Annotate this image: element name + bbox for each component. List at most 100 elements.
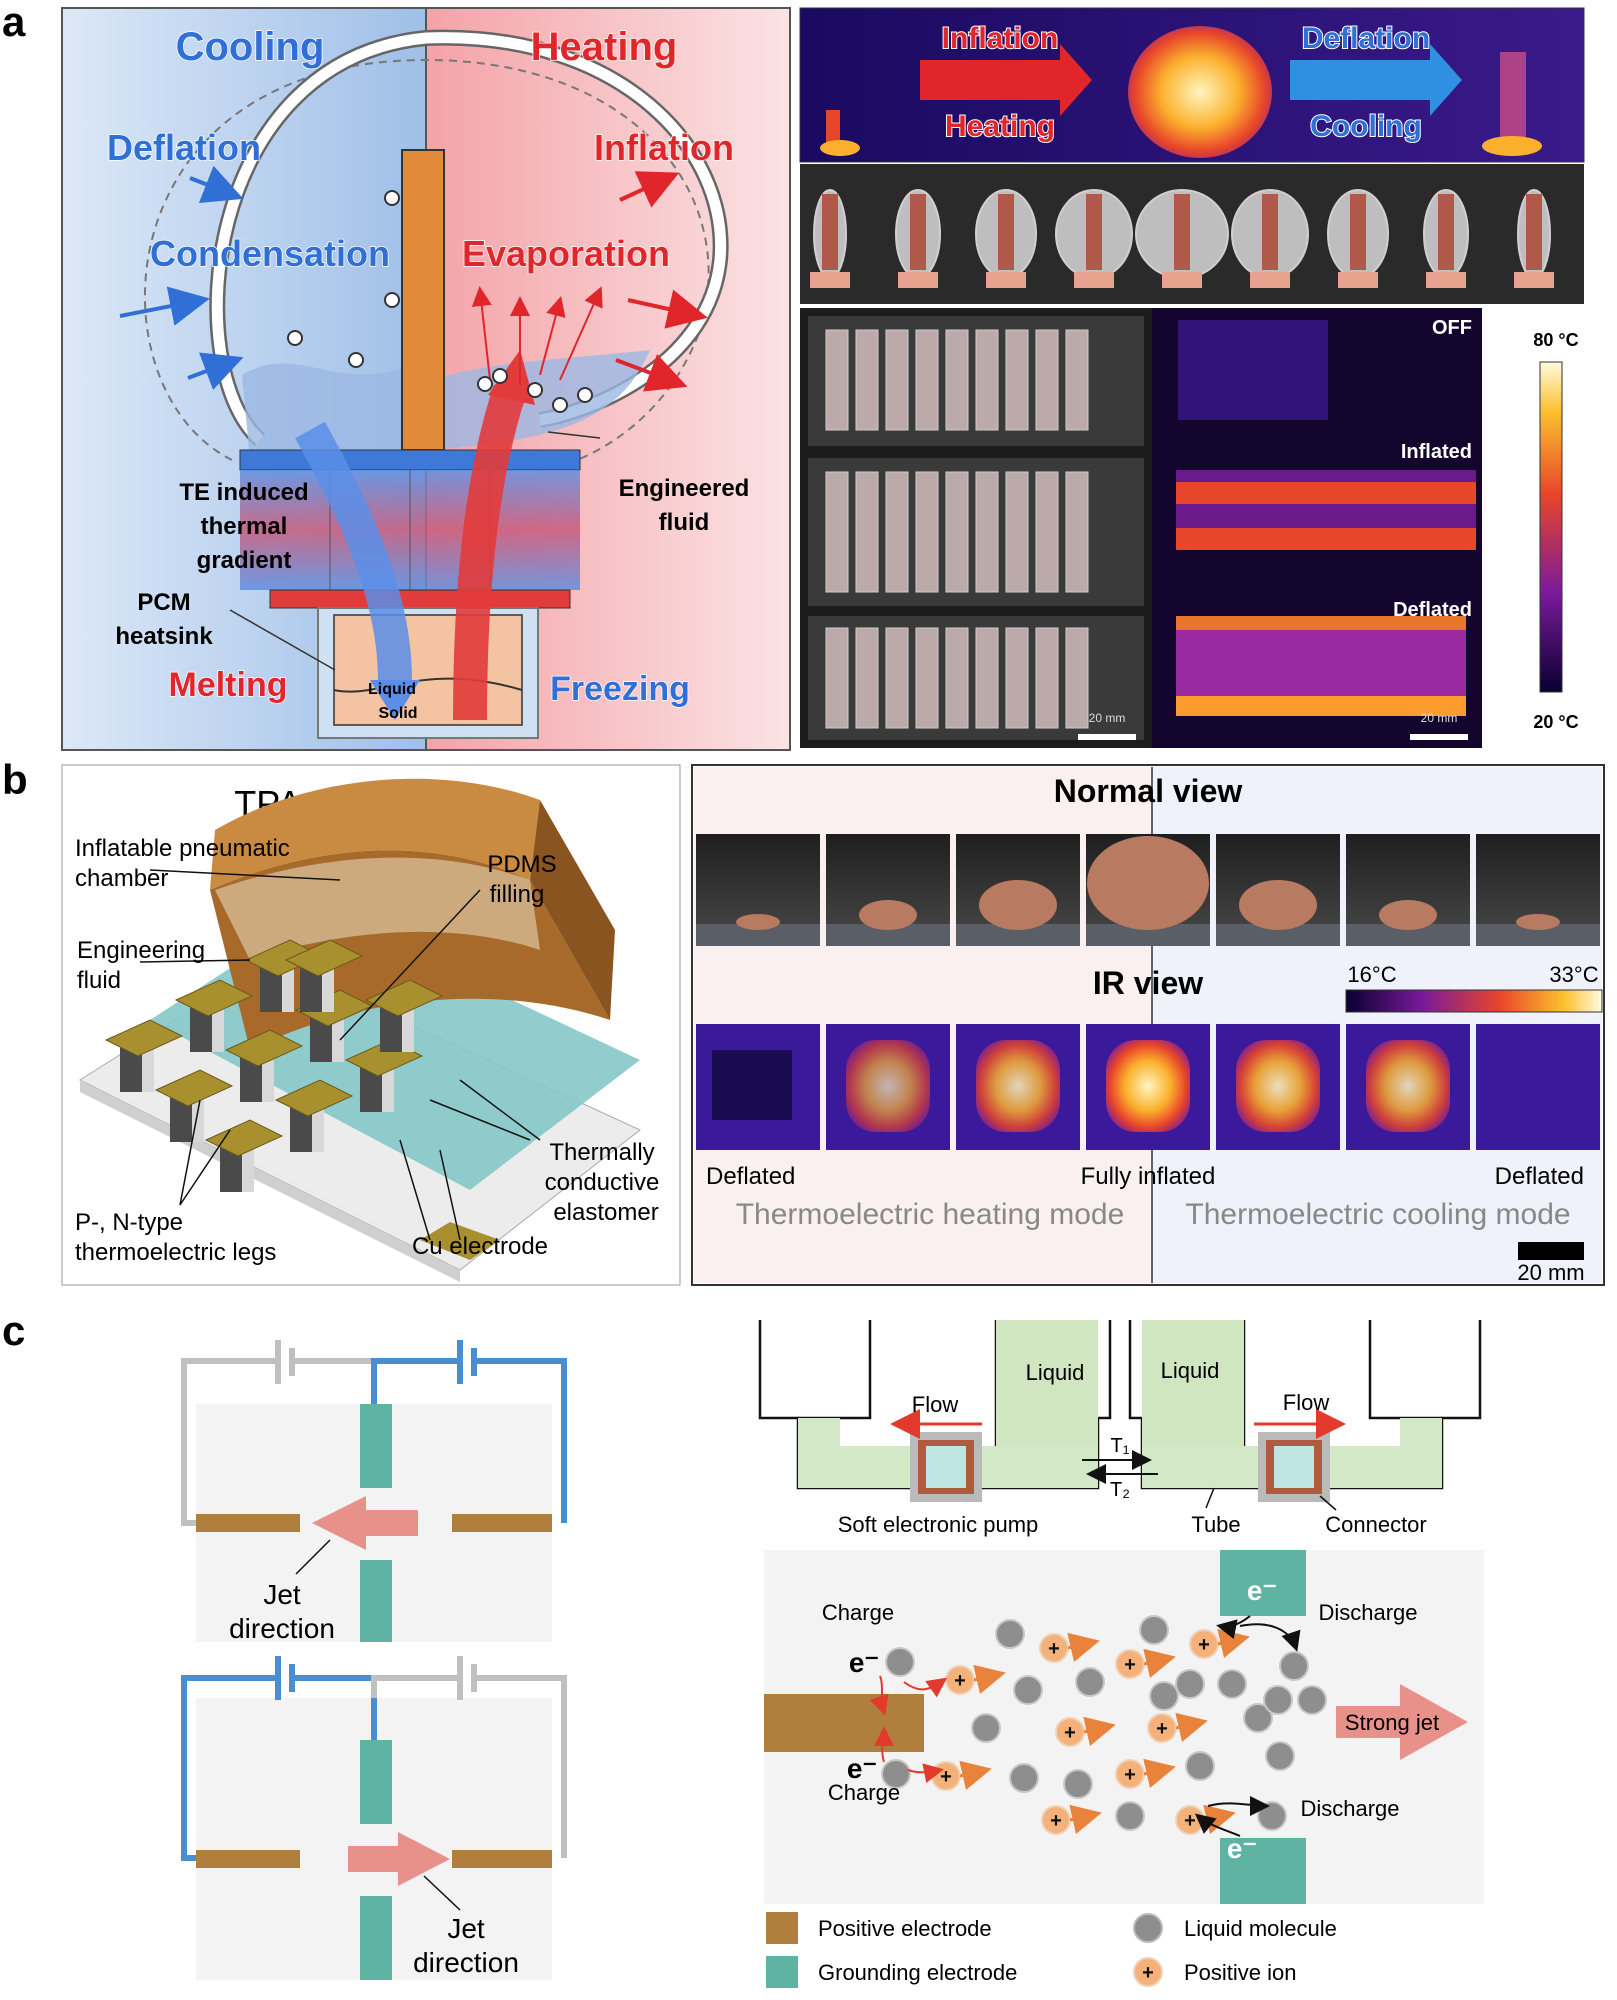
ir-hot-spot (1106, 1040, 1190, 1132)
array-cell (855, 471, 879, 593)
positive-ion-sign: + (1064, 1722, 1076, 1744)
a-colorbar-min: 20 °C (1533, 712, 1578, 732)
photo-base (696, 924, 820, 946)
c-flow-right: Flow (1283, 1390, 1330, 1415)
liquid-molecule (1149, 1681, 1179, 1711)
heater-strip (1262, 194, 1278, 270)
legend-grounding-electrode-swatch (766, 1956, 798, 1988)
c-liquid-right: Liquid (1161, 1358, 1220, 1383)
a-melting: Melting (169, 666, 288, 704)
cu-electrode-pad (274, 1079, 354, 1117)
panel-letter-b: b (2, 756, 28, 803)
a-photo-sequence (800, 164, 1584, 304)
heater-strip (998, 194, 1014, 270)
liquid-molecule (1063, 1769, 1093, 1799)
b-legs-1: P-, N-type (75, 1209, 183, 1236)
liquid-molecule (971, 1713, 1001, 1743)
c-charge-top: Charge (822, 1600, 894, 1625)
legend-positive-electrode-swatch (766, 1912, 798, 1944)
liquid-molecule (1115, 1801, 1145, 1831)
liquid-molecule (1217, 1669, 1247, 1699)
a-colorbar-max: 80 °C (1533, 330, 1578, 350)
a-heating: Heating (531, 25, 678, 69)
positive-ion-sign: + (1050, 1810, 1062, 1832)
b-colorbar-max: 33°C (1549, 962, 1598, 987)
array-cell (975, 627, 999, 729)
array-cell (915, 627, 939, 729)
c-legend: + (766, 1912, 1163, 1988)
cu-electrode-pad (204, 1119, 284, 1157)
cu-electrode-pad (154, 1069, 234, 1107)
b-ir-view: IR view (1093, 965, 1203, 1001)
array-cell (1035, 329, 1059, 431)
b-normal-photos (696, 834, 1600, 946)
cu-electrode-pad (174, 979, 254, 1017)
a-te-line1: TE induced (179, 479, 308, 506)
a-engineered-line2: fluid (659, 509, 710, 536)
a-te-line2: thermal (201, 513, 288, 540)
ion-motion-arrow (1069, 1804, 1102, 1835)
a-solid: Solid (378, 705, 417, 722)
liquid-molecule (1075, 1667, 1105, 1697)
c-electron-3: e⁻ (1247, 1575, 1277, 1606)
legend-grounding-electrode: Grounding electrode (818, 1960, 1017, 1985)
c-electron-2: e⁻ (847, 1753, 877, 1784)
c-connector-label: Connector (1325, 1512, 1427, 1537)
b-heating-mode: Thermoelectric heating mode (736, 1198, 1125, 1231)
b-leader-lines (139, 869, 541, 1241)
b-thermal-1: Thermally (549, 1139, 654, 1166)
liquid-molecule (1009, 1763, 1039, 1793)
c-flow-left: Flow (912, 1392, 959, 1417)
photo-base (1476, 924, 1600, 946)
balloon-base (986, 272, 1026, 288)
heater-strip (910, 194, 926, 270)
a-pcm-line1: PCM (137, 589, 190, 616)
c-jet-bottom-2: direction (413, 1947, 519, 1978)
legend-liquid-molecule: Liquid molecule (1184, 1916, 1337, 1941)
liquid-molecule (885, 1647, 915, 1677)
cu-electrode-tab (420, 1222, 500, 1260)
heater-strip (1086, 194, 1102, 270)
photo-base (1086, 924, 1210, 946)
c-charge-bottom: Charge (828, 1780, 900, 1805)
a-scale-right: 20 mm (1421, 711, 1458, 725)
liquid-molecule (1263, 1685, 1293, 1715)
a-ir-inflated: Inflated (1401, 441, 1472, 463)
a-ir-heating: Heating (945, 110, 1055, 143)
array-cell (855, 627, 879, 729)
ir-view-photo (1476, 1024, 1600, 1150)
b-cooling-mode: Thermoelectric cooling mode (1185, 1198, 1570, 1231)
balloon-base (1338, 272, 1378, 288)
c-liquid-left: Liquid (1026, 1360, 1085, 1385)
liquid-molecule (881, 1759, 911, 1789)
positive-ion-sign: + (1124, 1654, 1136, 1676)
balloon-base (1426, 272, 1466, 288)
legend-positive-ion: Positive ion (1184, 1960, 1297, 1985)
array-cell (825, 329, 849, 431)
liquid-molecule (1279, 1651, 1309, 1681)
b-fully-inflated: Fully inflated (1081, 1163, 1216, 1190)
balloon-dome (736, 914, 780, 930)
b-chamber-1: Inflatable pneumatic (75, 835, 290, 862)
positive-ion-sign: + (1184, 1810, 1196, 1832)
heater-strip (1350, 194, 1366, 270)
b-pdms-1: PDMS (487, 851, 556, 878)
a-engineered-line1: Engineered (619, 475, 750, 502)
liquid-molecule (1013, 1675, 1043, 1705)
a-freezing: Freezing (550, 670, 690, 708)
array-cell (1005, 471, 1029, 593)
array-cell (975, 329, 999, 431)
array-cell (915, 471, 939, 593)
ion-motion-arrow (973, 1664, 1006, 1695)
liquid-molecule (1297, 1685, 1327, 1715)
cu-electrode-pad (104, 1019, 184, 1057)
b-scale-label: 20 mm (1517, 1260, 1584, 1285)
heater-strip (1526, 194, 1542, 270)
c-jet-bottom-1: Jet (447, 1913, 485, 1944)
c-tube-label: Tube (1191, 1512, 1240, 1537)
b-pdms-2: filling (490, 881, 545, 908)
c-discharge-top: Discharge (1318, 1600, 1417, 1625)
array-cell (885, 329, 909, 431)
a-cooling: Cooling (176, 25, 325, 69)
